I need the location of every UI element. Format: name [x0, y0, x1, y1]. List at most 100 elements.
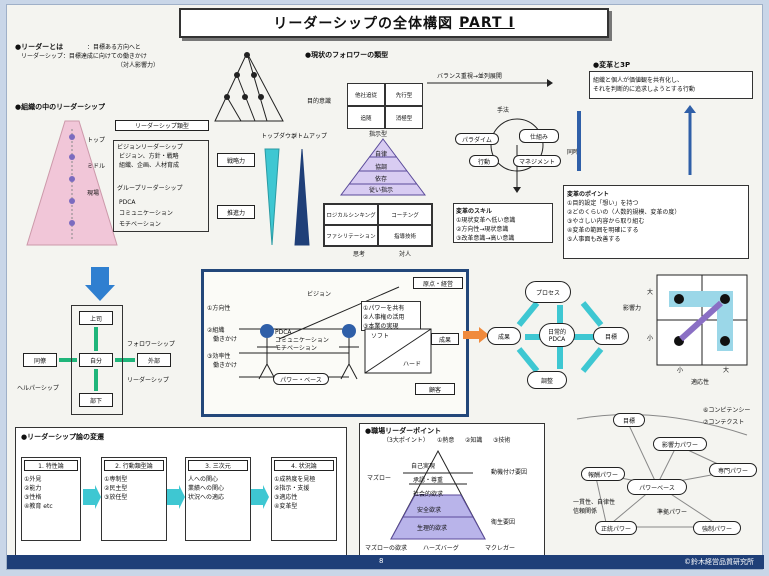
point-item: ②どのくらいの（人数的規模、変革の度）: [567, 209, 681, 216]
legend-item: ⑦コンテクスト: [703, 419, 745, 426]
strategy-box: 戦略力: [217, 153, 255, 167]
skill-cell: 指導技術: [378, 225, 432, 246]
cycle-node: プロセス: [525, 281, 571, 303]
cycle-center: 日常的 PDCA: [539, 323, 575, 347]
pyramid-level: 依存: [375, 176, 388, 183]
orange-arrow: [463, 327, 489, 343]
org-label: ●組織の中のリーダーシップ: [15, 103, 105, 111]
right-tags: ①パワーを共有 ②人事権の活用 ③本業の実現: [361, 301, 421, 331]
cycle-center-a: 日常的: [547, 329, 566, 336]
theory-label: ●リーダーシップ論の変遷: [21, 433, 104, 441]
right-tag: ②人事権の活用: [363, 314, 405, 321]
power-node: 専門パワー: [709, 463, 757, 477]
power-node: 強制パワー: [693, 521, 741, 535]
grid-cell: 他社追従: [347, 83, 385, 106]
left-item: ②組織: [207, 327, 225, 334]
follower-label: ●現状のフォロワーの類型: [305, 51, 389, 59]
slide: リーダーシップの全体構図 PART Ⅰ ●リーダーとは ：目標ある方向へと リー…: [6, 4, 764, 570]
right-tag: ①パワーを共有: [363, 305, 405, 312]
maslow-level: 安全欲求: [417, 507, 442, 514]
motivation-tag: ②知識: [465, 437, 483, 444]
motive-line: モチベーション: [119, 221, 161, 228]
skill-cell: ロジカルシンキング: [324, 204, 378, 225]
theory-name: ハーズバーグ: [423, 545, 459, 552]
theory-name: マズローの欲求: [365, 545, 408, 552]
theory-title: 4. 状況論: [274, 460, 334, 471]
x-axis-label: 適応性: [691, 379, 710, 386]
theory-item: 業績への関心: [188, 485, 225, 492]
motivation-sub: （3大ポイント）: [383, 437, 429, 444]
maslow-level: 自己実現: [411, 463, 436, 470]
skill-item: ②方向性→現状意識: [456, 226, 509, 233]
theory-item: ②指示・支援: [274, 485, 310, 492]
comm-line: コミュニケーション: [119, 210, 173, 217]
theory-title: 2. 行動類型論: [104, 460, 164, 471]
motivation-label: ●職場リーダーポイント: [365, 427, 442, 435]
vision-items: ビジョン、方針・戦略: [119, 153, 179, 160]
theory-item: ③適応性: [274, 494, 298, 501]
flow-label: リーダーシップ: [127, 377, 169, 384]
boss-box: 上司: [79, 311, 113, 325]
grid-cell: 消極型: [385, 106, 423, 129]
x-label: 大: [723, 367, 730, 374]
maslow-level: 承認・尊重: [413, 477, 444, 484]
org-items: 組織、企画、人材育成: [119, 162, 180, 169]
point-item: ⑤人事面も改善する: [567, 236, 621, 243]
page-title: リーダーシップの全体構図: [273, 16, 454, 32]
pyramid-level: 協調: [375, 164, 388, 171]
theory-item: ①成熟度を見極: [274, 476, 316, 483]
footer-bar: 8 ©鈴木経営品質研究所: [7, 555, 764, 569]
peer-box: 同僚: [23, 353, 57, 367]
vision-text: ビジョン: [307, 291, 332, 298]
soft-label: ソフト: [371, 333, 390, 340]
level-top: トップ: [87, 137, 106, 144]
behavior-node: 行動: [469, 155, 499, 167]
copyright: ©鈴木経営品質研究所: [684, 558, 754, 566]
left-sub: 働きかけ: [213, 336, 238, 343]
theory-item: 状況への適応: [188, 494, 225, 501]
left-item: ③効率性: [207, 353, 231, 360]
point-item: ①目的設定「想い」を持つ: [567, 200, 639, 207]
threep-diagram: [490, 118, 544, 193]
power-node: 影響力パワー: [653, 437, 707, 451]
left-item: ①方向性: [207, 305, 231, 312]
cycle-node: 成果: [487, 327, 521, 345]
maslow-level: 生理的欲求: [417, 525, 448, 532]
down-arrow: [85, 267, 115, 301]
balance-label: バランス重視→並列展開: [437, 73, 502, 80]
power-note: 一貫性、自律性: [573, 499, 616, 506]
execution-box: 推進力: [217, 205, 255, 219]
maslow-axis: マズロー: [367, 475, 392, 482]
power-note: 信頼関係: [573, 508, 598, 515]
skill-item: ③改革意識→高い意識: [456, 235, 515, 242]
def-text3: （対人影響力）: [117, 62, 160, 69]
result-box: 顧客: [415, 383, 455, 395]
sub-box: 部下: [79, 393, 113, 407]
power-base-node: パワーベース: [627, 479, 687, 495]
theory-item: 人への関心: [188, 476, 219, 483]
theory-title: 3. 三次元: [188, 460, 248, 471]
flow-label: ヘルパーシップ: [17, 385, 59, 392]
vision-leadership: ビジョンリーダーシップ: [117, 144, 183, 151]
mgmt-node: マネジメント: [513, 155, 561, 167]
points-label: 変革のポイント: [567, 191, 610, 198]
theory-item: ④教育 etc: [24, 503, 53, 510]
pdca-line: PDCA: [119, 199, 136, 206]
flow-arrows: [59, 327, 135, 391]
pyramid-level: 自律: [375, 151, 388, 158]
def-text: ：目標ある方向へと: [87, 44, 141, 51]
skill-cell: コーチング: [378, 204, 432, 225]
flow-label: フォロワーシップ: [127, 341, 175, 348]
theory-col: 3. 三次元 人への関心 業績への関心 状況への適応: [185, 457, 251, 541]
theory-item: ④変革型: [274, 503, 298, 510]
skills-box: 変革のスキル ①現状変革へ低い意識 ②方向性→現状意識 ③改革意識→高い意識: [453, 203, 553, 243]
page-title-part: PART Ⅰ: [459, 15, 515, 31]
follower-grid: 他社追従 先行型 追随 消極型: [347, 83, 423, 129]
factor-note: 動機付け要因: [491, 469, 528, 476]
quad-bottom: 対人: [399, 251, 412, 258]
change-def-1: 組織と個人が価値観を共有化し、: [593, 77, 684, 84]
core-diagram: [239, 286, 400, 380]
theory-col: 4. 状況論 ①成熟度を見極 ②指示・支援 ③適応性 ④変革型: [271, 457, 337, 541]
title-box: リーダーシップの全体構図 PART Ⅰ: [179, 8, 609, 38]
point-item: ③やさしい内容から取り組む: [567, 218, 645, 225]
